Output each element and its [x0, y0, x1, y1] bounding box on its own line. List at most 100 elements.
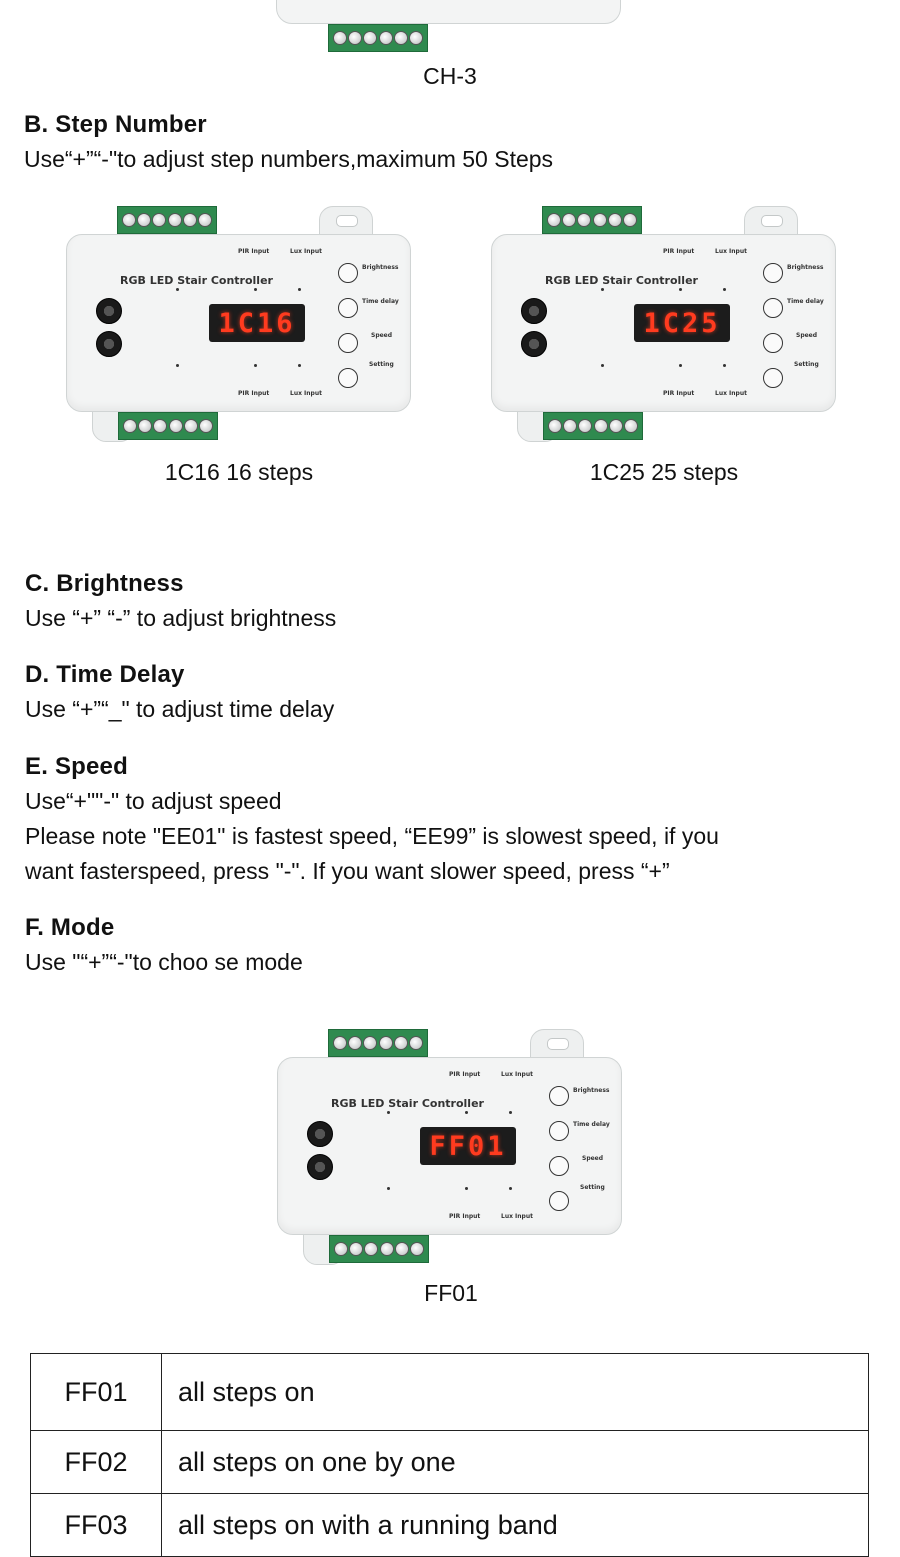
- indicator-dot: [723, 364, 726, 367]
- power-knob: [521, 331, 547, 357]
- lux-input-label: Lux Input: [501, 1213, 533, 1220]
- terminal-block-bottom: [329, 1235, 429, 1263]
- lux-input-label: Lux Input: [290, 248, 322, 255]
- indicator-dot: [254, 288, 257, 291]
- terminal-block-bottom: [328, 24, 428, 52]
- mode-code: FF01: [30, 1353, 162, 1431]
- led-display: 1C16: [209, 304, 305, 342]
- led-display: FF01: [420, 1127, 516, 1165]
- setting-label: Setting: [794, 361, 819, 368]
- indicator-dot: [254, 364, 257, 367]
- brightness-heading: C. Brightness: [25, 570, 184, 597]
- pir-input-label: PIR Input: [238, 390, 270, 397]
- table-row: FF01 all steps on: [30, 1353, 869, 1431]
- lux-input-label: Lux Input: [715, 390, 747, 397]
- controller-image-1c25: RGB LED Stair Controller PIR Input Lux I…: [491, 206, 836, 446]
- brightness-label: Brightness: [573, 1087, 610, 1094]
- mode-description: all steps on with a running band: [161, 1493, 869, 1557]
- pir-input-label: PIR Input: [449, 1213, 481, 1220]
- indicator-dot: [509, 1187, 512, 1190]
- device-title: RGB LED Stair Controller: [545, 274, 698, 287]
- brightness-label: Brightness: [787, 264, 824, 271]
- setting-button: [338, 368, 358, 388]
- lux-input-label: Lux Input: [501, 1071, 533, 1078]
- indicator-dot: [465, 1187, 468, 1190]
- mode-code: FF03: [30, 1493, 162, 1557]
- device-title: RGB LED Stair Controller: [120, 274, 273, 287]
- mode-table: FF01 all steps on FF02 all steps on one …: [30, 1353, 869, 1557]
- pir-input-label: PIR Input: [663, 248, 695, 255]
- brightness-button: [338, 263, 358, 283]
- speed-label: Speed: [582, 1155, 604, 1162]
- pir-input-label: PIR Input: [449, 1071, 481, 1078]
- speed-button: [549, 1156, 569, 1176]
- setting-label: Setting: [580, 1184, 605, 1191]
- pir-input-label: PIR Input: [238, 248, 270, 255]
- indicator-dot: [298, 364, 301, 367]
- mode-description: all steps on one by one: [161, 1430, 869, 1494]
- terminal-block-bottom: [118, 412, 218, 440]
- terminal-block-bottom: [543, 412, 643, 440]
- time-delay-label: Time delay: [573, 1121, 610, 1128]
- indicator-dot: [176, 364, 179, 367]
- mode-text: Use "“+”“-"to choo se mode: [25, 949, 303, 975]
- lux-input-label: Lux Input: [715, 248, 747, 255]
- ch3-caption: CH-3: [423, 63, 477, 89]
- controller-image-ff01: RGB LED Stair Controller PIR Input Lux I…: [277, 1029, 622, 1269]
- time-delay-text: Use “+”“_" to adjust time delay: [25, 696, 335, 722]
- indicator-dot: [465, 1111, 468, 1114]
- terminal-block-top: [328, 1029, 428, 1057]
- speed-text: Use“+""-" to adjust speed: [25, 788, 282, 814]
- indicator-dot: [298, 288, 301, 291]
- controller-image-1c16: RGB LED Stair Controller PIR Input Lux I…: [66, 206, 411, 446]
- power-knob: [96, 298, 122, 324]
- device-body-edge: [276, 0, 621, 24]
- lux-input-label: Lux Input: [290, 390, 322, 397]
- table-row: FF03 all steps on with a running band: [30, 1493, 869, 1557]
- indicator-dot: [387, 1187, 390, 1190]
- setting-button: [763, 368, 783, 388]
- speed-button: [338, 333, 358, 353]
- time-delay-button: [549, 1121, 569, 1141]
- indicator-dot: [176, 288, 179, 291]
- table-row: FF02 all steps on one by one: [30, 1430, 869, 1494]
- speed-heading: E. Speed: [25, 753, 128, 780]
- device-ch3-bottom: [276, 0, 621, 54]
- brightness-button: [763, 263, 783, 283]
- mode-code: FF02: [30, 1430, 162, 1494]
- speed-button: [763, 333, 783, 353]
- step-number-text: Use“+”“-"to adjust step numbers,maximum …: [24, 146, 554, 172]
- power-knob: [307, 1154, 333, 1180]
- time-delay-button: [338, 298, 358, 318]
- terminal-block-top: [542, 206, 642, 234]
- speed-label: Speed: [796, 332, 818, 339]
- time-delay-heading: D. Time Delay: [25, 661, 185, 688]
- device-title: RGB LED Stair Controller: [331, 1097, 484, 1110]
- brightness-label: Brightness: [362, 264, 399, 271]
- caption-1c25: 1C25 25 steps: [589, 459, 739, 485]
- indicator-dot: [723, 288, 726, 291]
- power-knob: [521, 298, 547, 324]
- pir-input-label: PIR Input: [663, 390, 695, 397]
- time-delay-label: Time delay: [787, 298, 824, 305]
- brightness-button: [549, 1086, 569, 1106]
- step-number-heading: B. Step Number: [24, 111, 207, 138]
- power-knob: [307, 1121, 333, 1147]
- brightness-text: Use “+” “-” to adjust brightness: [25, 605, 337, 631]
- indicator-dot: [601, 364, 604, 367]
- indicator-dot: [679, 288, 682, 291]
- speed-note-line2: want fasterspeed, press "-". If you want…: [25, 858, 670, 884]
- mode-description: all steps on: [161, 1353, 869, 1431]
- caption-ff01: FF01: [424, 1280, 478, 1306]
- terminal-block-top: [117, 206, 217, 234]
- speed-label: Speed: [371, 332, 393, 339]
- speed-note-line1: Please note "EE01" is fastest speed, “EE…: [25, 823, 719, 849]
- led-display: 1C25: [634, 304, 730, 342]
- time-delay-label: Time delay: [362, 298, 399, 305]
- indicator-dot: [601, 288, 604, 291]
- caption-1c16: 1C16 16 steps: [164, 459, 314, 485]
- indicator-dot: [387, 1111, 390, 1114]
- indicator-dot: [509, 1111, 512, 1114]
- indicator-dot: [679, 364, 682, 367]
- power-knob: [96, 331, 122, 357]
